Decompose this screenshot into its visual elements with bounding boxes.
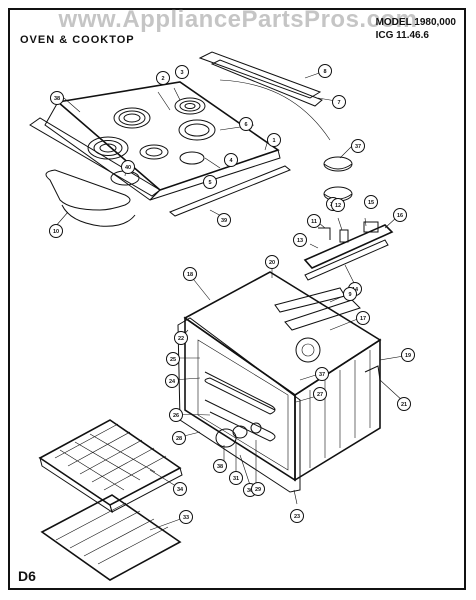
callout-23: 23 — [290, 509, 304, 523]
svg-text:8: 8 — [323, 69, 326, 75]
svg-text:12: 12 — [335, 203, 341, 209]
callout-21: 21 — [397, 397, 411, 411]
svg-text:9: 9 — [348, 292, 351, 298]
svg-text:24: 24 — [169, 379, 176, 385]
control-bracket-assembly — [303, 221, 394, 281]
callout-6: 6 — [239, 117, 253, 131]
svg-text:38: 38 — [217, 464, 223, 470]
callout-7: 7 — [332, 95, 346, 109]
svg-text:15: 15 — [368, 200, 374, 206]
svg-text:3: 3 — [180, 70, 183, 76]
svg-text:13: 13 — [297, 238, 303, 244]
svg-text:5: 5 — [208, 180, 211, 186]
backguard-trim — [198, 51, 331, 141]
heat-shield — [284, 299, 361, 331]
svg-text:7: 7 — [337, 100, 340, 106]
callout-1: 1 — [267, 133, 281, 147]
watermark: www.AppliancePartsPros.com — [58, 6, 418, 33]
svg-text:26: 26 — [173, 413, 179, 419]
callout-9: 9 — [343, 287, 357, 301]
callout-25: 25 — [166, 352, 180, 366]
callout-3: 3 — [175, 65, 189, 79]
surface-element-front-right — [178, 119, 216, 141]
callout-13: 13 — [293, 233, 307, 247]
svg-text:25: 25 — [170, 357, 176, 363]
cooktop-assembly — [29, 81, 291, 227]
surface-element-rear-right — [174, 97, 206, 115]
svg-text:28: 28 — [176, 436, 182, 442]
svg-text:31: 31 — [233, 476, 239, 482]
callout-34: 34 — [173, 482, 187, 496]
callout-11: 11 — [307, 214, 321, 228]
callout-20: 20 — [265, 255, 279, 269]
svg-text:17: 17 — [360, 316, 366, 322]
page-border — [8, 8, 466, 590]
svg-text:27: 27 — [317, 392, 323, 398]
svg-text:38: 38 — [54, 96, 60, 102]
svg-text:1: 1 — [272, 138, 275, 144]
model-number: MODEL 1980,000 — [375, 17, 456, 28]
svg-text:20: 20 — [269, 260, 275, 266]
svg-text:34: 34 — [177, 487, 184, 493]
page-id: D6 — [18, 568, 36, 584]
callout-15: 15 — [364, 195, 378, 209]
svg-text:19: 19 — [405, 353, 411, 359]
callout-17: 17 — [356, 311, 370, 325]
callout-29: 29 — [251, 482, 265, 496]
callout-35: 37 — [351, 139, 365, 153]
callout-12: 12 — [331, 198, 345, 212]
svg-text:37: 37 — [319, 372, 325, 378]
broiler-pan — [38, 419, 183, 514]
callout-31: 31 — [229, 471, 243, 485]
svg-text:2: 2 — [161, 76, 164, 82]
callout-40: 40 — [121, 160, 135, 174]
callout-33: 33 — [179, 510, 193, 524]
oven-cavity — [177, 271, 382, 493]
surface-element-rear-left — [113, 107, 151, 129]
svg-text:18: 18 — [187, 272, 193, 278]
callout-27: 27 — [313, 387, 327, 401]
svg-text:6: 6 — [244, 122, 247, 128]
svg-text:21: 21 — [401, 402, 407, 408]
section-title: OVEN & COOKTOP — [20, 34, 135, 46]
callout-18: 18 — [183, 267, 197, 281]
svg-text:29: 29 — [255, 487, 261, 493]
svg-text:37: 37 — [355, 144, 361, 150]
callout-8: 8 — [318, 64, 332, 78]
svg-text:40: 40 — [125, 165, 131, 171]
model-sub: ICG 11.46.6 — [375, 30, 429, 41]
callout-35b: 37 — [315, 367, 329, 381]
callout-10: 10 — [49, 224, 63, 238]
callout-24: 24 — [165, 374, 179, 388]
callout-19: 19 — [401, 348, 415, 362]
vent-cap — [295, 337, 321, 363]
svg-text:22: 22 — [178, 336, 184, 342]
callout-36: 38 — [50, 91, 64, 105]
svg-text:23: 23 — [294, 514, 300, 520]
model-block: MODEL 1980,000 ICG 11.46.6 — [376, 16, 456, 42]
callout-16: 16 — [393, 208, 407, 222]
oven-rack — [40, 494, 182, 581]
callout-22: 22 — [174, 331, 188, 345]
svg-text:4: 4 — [229, 158, 233, 164]
svg-text:16: 16 — [397, 213, 403, 219]
callout-5: 5 — [203, 175, 217, 189]
callout-28: 28 — [172, 431, 186, 445]
callout-37: 39 — [217, 213, 231, 227]
svg-text:30: 30 — [247, 488, 253, 494]
svg-text:11: 11 — [311, 219, 317, 225]
surface-element-front-left — [87, 136, 129, 160]
callout-2: 2 — [156, 71, 170, 85]
callout-26: 26 — [169, 408, 183, 422]
svg-text:39: 39 — [221, 218, 227, 224]
svg-text:10: 10 — [53, 229, 59, 235]
callout-37b: 38 — [213, 459, 227, 473]
callout-4: 4 — [224, 153, 238, 167]
svg-text:33: 33 — [183, 515, 189, 521]
